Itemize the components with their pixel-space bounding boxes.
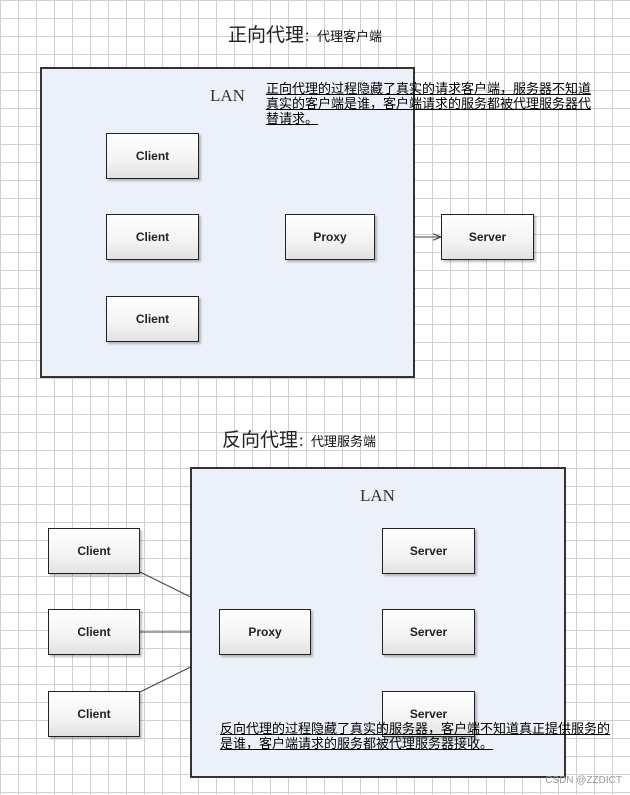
forward-proxy-note: 正向代理的过程隐藏了真实的请求客户端，服务器不知道真实的客户端是谁，客户端请求的… xyxy=(266,82,592,127)
forward-proxy-title: 正向代理：代理客户端 xyxy=(228,20,382,47)
reverse-server-node-3: Server xyxy=(382,691,475,737)
reverse-client-node-2: Client xyxy=(48,609,140,655)
forward-lan-label: LAN xyxy=(210,86,245,105)
reverse-server-node-2: Server xyxy=(382,609,475,655)
forward-proxy-node: Proxy xyxy=(285,214,375,260)
reverse-title-colon: ： xyxy=(298,435,312,450)
forward-server-node: Server xyxy=(441,214,534,260)
forward-client-node-3: Client xyxy=(106,296,199,342)
reverse-lan-label: LAN xyxy=(360,486,395,505)
reverse-proxy-title: 反向代理：代理服务端 xyxy=(222,425,376,452)
forward-title-colon: ： xyxy=(304,30,318,45)
forward-title-main: 正向代理 xyxy=(228,25,305,46)
reverse-server-node-1: Server xyxy=(382,528,475,574)
watermark-text: CSDN @ZZDICT xyxy=(545,775,622,786)
reverse-title-main: 反向代理 xyxy=(222,430,299,451)
reverse-title-sub: 代理服务端 xyxy=(311,435,377,450)
reverse-proxy-note: 反向代理的过程隐藏了真实的服务器，客户端不知道真正提供服务的是谁，客户端请求的服… xyxy=(220,722,611,752)
reverse-client-node-1: Client xyxy=(48,528,140,574)
reverse-proxy-node: Proxy xyxy=(219,609,311,655)
forward-title-sub: 代理客户端 xyxy=(317,30,383,45)
reverse-client-node-3: Client xyxy=(48,691,140,737)
forward-client-node-2: Client xyxy=(106,214,199,260)
forward-client-node-1: Client xyxy=(106,133,199,179)
